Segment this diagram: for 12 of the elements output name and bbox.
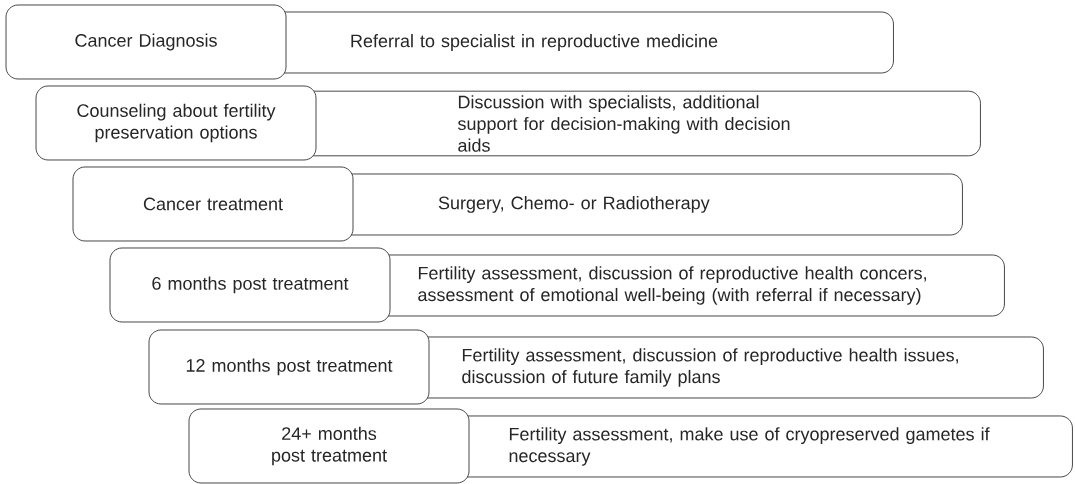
description-box: Surgery, Chemo- or Radiotherapy: [333, 173, 963, 236]
stage-box: 24+ months post treatment: [188, 408, 470, 484]
description-box: Fertility assessment, make use of cryopreserved gametes if necessary: [449, 415, 1073, 478]
description-box: Discussion with specialists, additional support for decision-making with decision aids: [296, 90, 981, 157]
stage-box: Counseling about fertility preservation options: [35, 85, 317, 161]
stage-box: Cancer Diagnosis: [5, 4, 287, 80]
stage-box: Cancer treatment: [72, 166, 354, 242]
stage-box: 12 months post treatment: [148, 329, 430, 405]
description-box: Fertility assessment, discussion of reproductive health issues, discussion of future family plans: [409, 336, 1044, 399]
description-box: Fertility assessment, discussion of reproductive health concers, assessment of emotional well-being (with referral if necessary): [370, 254, 1005, 317]
stage-box: 6 months post treatment: [109, 247, 391, 323]
description-box: Referral to specialist in reproductive medicine: [266, 11, 894, 74]
